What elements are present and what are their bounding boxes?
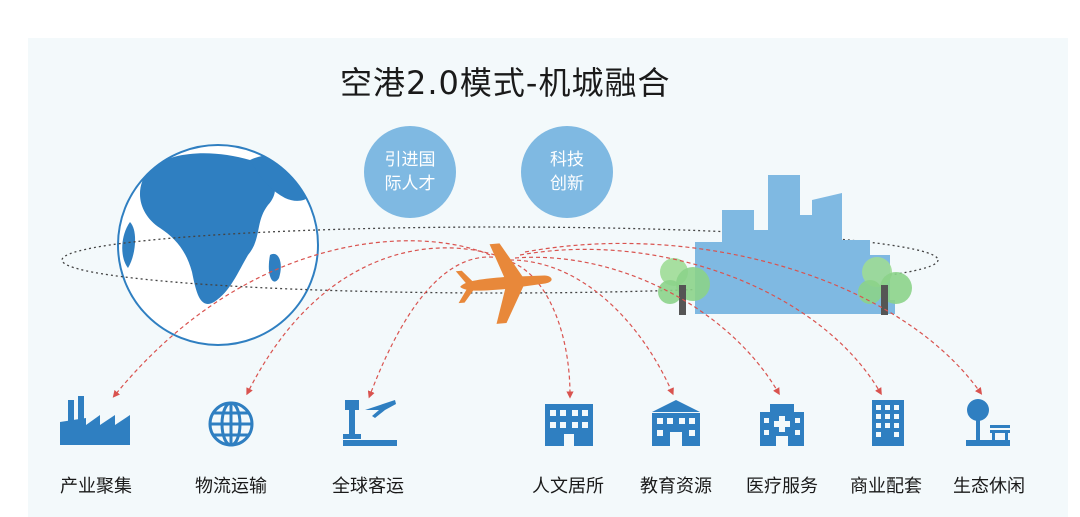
bubble-innovation-line1: 科技	[550, 150, 584, 170]
diagram-title: 空港2.0模式-机城融合	[340, 64, 671, 102]
school-building-icon	[652, 400, 700, 446]
globe-icon	[117, 144, 319, 346]
connection-arcs	[112, 240, 983, 399]
bubble-innovation: 科技 创新	[521, 126, 613, 218]
factory-icon	[60, 396, 130, 445]
bubble-talent-line1: 引进国	[384, 150, 436, 170]
label-education: 教育资源	[640, 476, 712, 497]
label-residence: 人文居所	[532, 476, 604, 497]
label-passenger: 全球客运	[332, 476, 404, 497]
bubble-talent-line2: 际人才	[384, 174, 436, 194]
label-ecology: 生态休闲	[953, 476, 1025, 497]
label-commerce: 商业配套	[850, 476, 922, 497]
hospital-icon	[760, 404, 804, 446]
airport-tower-icon	[343, 400, 397, 446]
label-medical: 医疗服务	[746, 476, 818, 497]
bubble-innovation-line2: 创新	[550, 174, 584, 194]
bubble-talent: 引进国 际人才	[364, 126, 456, 218]
label-industry: 产业聚集	[60, 476, 132, 497]
airplane-icon	[455, 243, 552, 324]
globe-grid-icon	[208, 401, 254, 447]
office-building-icon	[872, 400, 904, 446]
label-logistics: 物流运输	[195, 476, 267, 497]
tree-icon	[858, 257, 912, 315]
park-bench-tree-icon	[966, 399, 1010, 446]
residential-building-icon	[545, 404, 593, 446]
orbit-ellipse	[61, 226, 939, 294]
